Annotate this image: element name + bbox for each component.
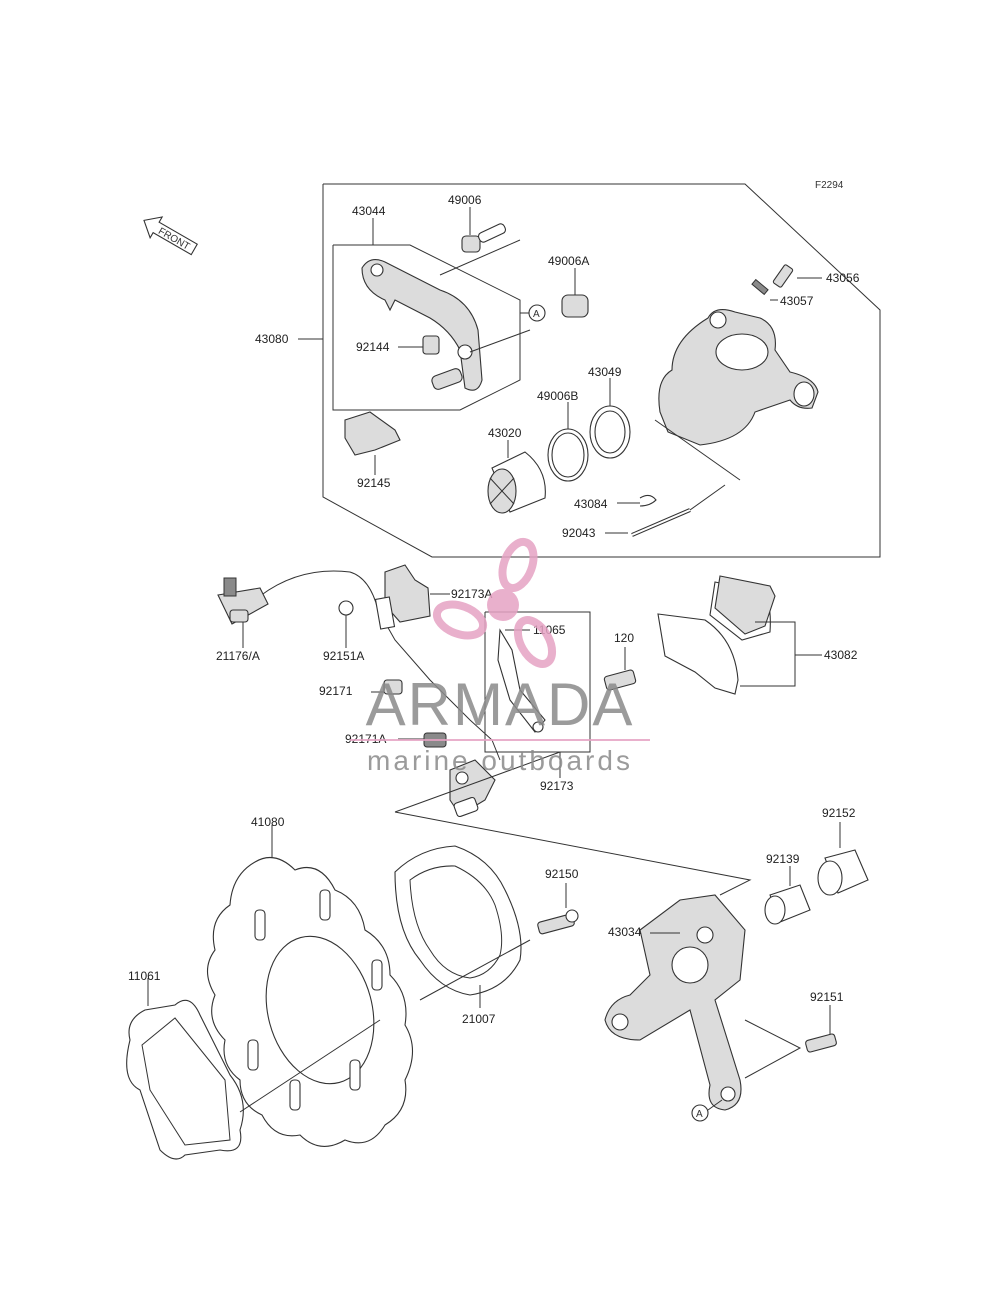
piston-43020: [487, 440, 546, 514]
part-label-41080: 41080: [251, 815, 285, 829]
caliper-bracket-43034: [604, 894, 746, 1111]
pad-pin-92043: [605, 484, 726, 537]
part-label-92152: 92152: [822, 806, 856, 820]
part-label-21007: 21007: [462, 1012, 496, 1026]
callout-a-upper: A: [520, 304, 546, 322]
watermark-tagline: marine outboards: [367, 745, 633, 776]
callout-a-lower: A: [691, 1099, 723, 1122]
part-label-49006a: 49006A: [548, 254, 589, 268]
part-label-43020: 43020: [488, 426, 522, 440]
brake-pads-43082: [657, 575, 822, 695]
part-label-43044: 43044: [352, 204, 386, 218]
part-label-43057: 43057: [780, 294, 814, 308]
part-label-92151a: 92151A: [323, 649, 364, 663]
collar-92139: [764, 866, 811, 925]
abs-sensor-cable: [217, 570, 501, 761]
part-label-92173: 92173: [540, 779, 574, 793]
sensor-bracket-box: [484, 611, 591, 753]
part-label-92139: 92139: [766, 852, 800, 866]
part-label-92150: 92150: [545, 867, 579, 881]
abs-sensor-head: [449, 759, 496, 818]
part-label-43049: 43049: [588, 365, 622, 379]
dust-boot-49006: [461, 207, 507, 253]
part-label-43082: 43082: [824, 648, 858, 662]
callout-a-upper-text: A: [533, 309, 540, 320]
callout-a-lower-text: A: [696, 1109, 703, 1120]
caliper-body: [654, 309, 819, 481]
bleed-cap: [751, 278, 778, 301]
front-label: FRONT: [156, 226, 191, 253]
part-label-49006b: 49006B: [537, 389, 578, 403]
bolt-92150: [537, 883, 579, 935]
part-label-92173a: 92173A: [451, 587, 492, 601]
bracket-subgroup-outline: [332, 244, 521, 411]
part-label-43034: 43034: [608, 925, 642, 939]
bolt-92151a: [338, 596, 396, 648]
caliper-bracket: [361, 239, 531, 391]
part-label-92144: 92144: [356, 340, 390, 354]
part-label-92043: 92043: [562, 526, 596, 540]
abs-rotor-21007: [394, 845, 531, 1008]
reference-code: F2294: [815, 180, 844, 191]
hub-gasket-11061: [126, 978, 381, 1160]
part-label-92171: 92171: [319, 684, 353, 698]
part-label-49006: 49006: [448, 193, 482, 207]
armada-watermark: ARMADA marine outboards: [350, 537, 650, 776]
armada-logo-icon: [432, 537, 557, 668]
part-label-43084: 43084: [574, 497, 608, 511]
part-label-21176a: 21176/A: [216, 649, 260, 663]
part-label-11061: 11061: [128, 969, 161, 983]
clamp-92171: [371, 679, 403, 695]
brake-disc-41080: [206, 825, 414, 1147]
part-labels: 43044 49006 49006A 43056 43057 43080 92144 4304…: [128, 193, 860, 1026]
pad-spring-92145: [344, 411, 401, 475]
front-arrow-icon: FRONT: [143, 216, 198, 256]
part-label-92151: 92151: [810, 990, 844, 1004]
leader-bracket-link: [394, 811, 752, 896]
part-label-43080: 43080: [255, 332, 289, 346]
part-label-43056: 43056: [826, 271, 860, 285]
pin-clip-43084: [639, 494, 657, 507]
part-label-92145: 92145: [357, 476, 391, 490]
bushing-92152: [817, 822, 869, 896]
bleed-valve: [772, 264, 822, 288]
watermark-brand: ARMADA: [366, 671, 635, 738]
bolt-92151: [744, 1005, 837, 1079]
pin-boot-92144: [398, 335, 440, 355]
caliper-assembly-outline: [322, 183, 881, 558]
bolt-120: [603, 647, 637, 691]
part-label-120: 120: [614, 631, 634, 645]
dust-boot-49006a: [561, 268, 589, 318]
